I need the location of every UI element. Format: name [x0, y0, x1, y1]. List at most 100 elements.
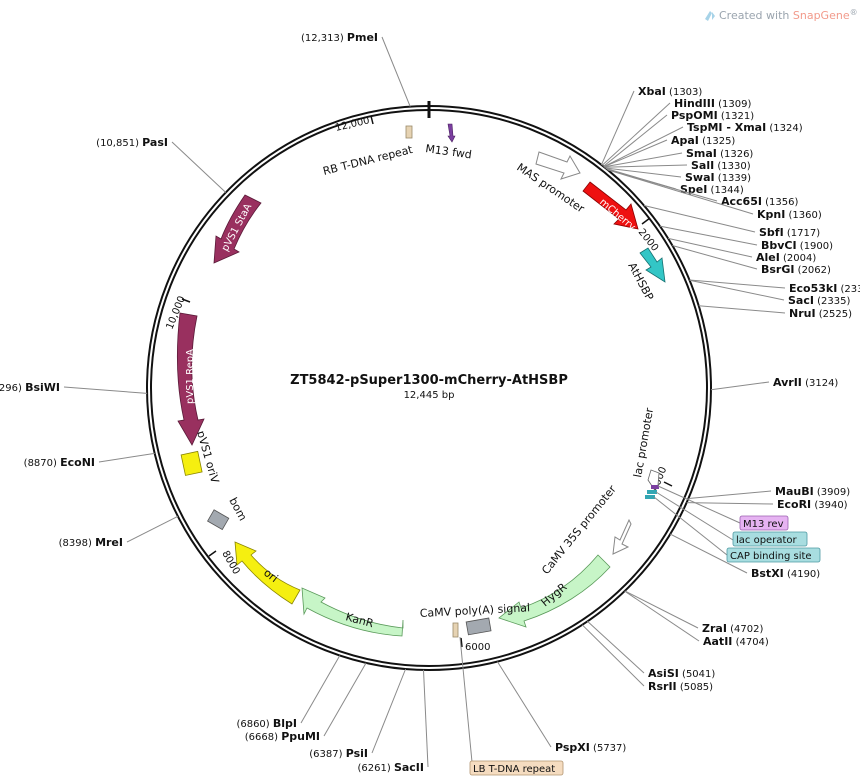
- site-label-saci[interactable]: SacI (2335): [788, 294, 850, 307]
- svg-text:lac operator: lac operator: [736, 535, 797, 546]
- site-label-alei[interactable]: AleI (2004): [756, 251, 816, 264]
- site-label-bstxi[interactable]: BstXI (4190): [751, 567, 820, 580]
- site-leader-ecori: [686, 502, 774, 505]
- site-label-bsrgi[interactable]: BsrGI (2062): [761, 263, 831, 276]
- site-label-avrii[interactable]: AvrII (3124): [773, 376, 838, 389]
- boxed-m13-rev[interactable]: M13 rev: [657, 485, 789, 531]
- boxed-lac-operator[interactable]: lac operator: [655, 491, 808, 547]
- site-leader-sbfi: [643, 205, 756, 233]
- feature-pvs1-oriv[interactable]: pVS1 oriV: [180, 429, 222, 485]
- site-leader-pspxi: [496, 661, 552, 748]
- feature-rb-tdna[interactable]: RB T-DNA repeat: [322, 125, 415, 178]
- site-leader-saci: [689, 279, 785, 301]
- site-label-asisi[interactable]: AsiSI (5041): [648, 667, 715, 680]
- site-label-eco53ki[interactable]: Eco53kI (2333): [789, 282, 860, 295]
- svg-text:M13 fwd: M13 fwd: [425, 142, 473, 161]
- site-leader-psii: [371, 668, 407, 754]
- site-leader-bbvci: [659, 225, 758, 246]
- feature-pvs1-staa[interactable]: pVS1 StaA: [213, 194, 262, 264]
- site-label-pspxi[interactable]: PspXI (5737): [555, 741, 626, 754]
- site-leader-rsrii: [581, 624, 645, 687]
- feature-pvs1-repa[interactable]: pVS1 RepA: [177, 312, 205, 446]
- site-leader-zrai: [624, 590, 699, 629]
- site-label-bbvci[interactable]: BbvCI (1900): [761, 239, 833, 252]
- svg-text:CaMV 35S promoter: CaMV 35S promoter: [539, 482, 619, 576]
- site-label-aatii[interactable]: AatII (4704): [703, 635, 769, 648]
- site-label-nrui[interactable]: NruI (2525): [789, 307, 852, 320]
- site-label-mrei[interactable]: (8398) MreI: [59, 536, 123, 549]
- svg-text:12,000: 12,000: [334, 115, 371, 134]
- boxed-cap-binding[interactable]: CAP binding site: [653, 496, 821, 563]
- site-leader-apai: [603, 139, 668, 168]
- site-leader-bsrgi: [672, 245, 758, 270]
- site-label-blpi[interactable]: (6860) BlpI: [236, 717, 297, 730]
- feature-ori[interactable]: ori: [234, 541, 301, 605]
- site-label-ecori[interactable]: EcoRI (3940): [777, 498, 848, 511]
- site-leader-kpni: [607, 169, 754, 215]
- backbone-outer: [146, 105, 712, 671]
- site-label-ppumi[interactable]: (6668) PpuMI: [245, 730, 320, 743]
- site-label-rsrii[interactable]: RsrII (5085): [648, 680, 713, 693]
- site-label-sacii[interactable]: (6261) SacII: [358, 761, 425, 774]
- site-label-xbai[interactable]: XbaI (1303): [638, 85, 702, 98]
- site-leader-avrii: [710, 381, 770, 391]
- svg-text:CaMV poly(A) signal: CaMV poly(A) signal: [419, 601, 530, 620]
- site-leader-pmei: [381, 36, 411, 107]
- site-label-maubi[interactable]: MauBI (3909): [775, 485, 850, 498]
- site-label-swai[interactable]: SwaI (1339): [685, 171, 751, 184]
- site-label-pmei[interactable]: (12,313) PmeI: [301, 31, 378, 44]
- site-leader-asisi: [587, 620, 645, 674]
- credit-prefix: Created with: [719, 9, 793, 22]
- feature-kanr[interactable]: KanR: [301, 587, 404, 637]
- site-leader-pspomi: [603, 114, 668, 167]
- site-label-tspmi-xmai[interactable]: TspMI - XmaI (1324): [687, 121, 803, 134]
- site-leader-ppumi: [323, 662, 367, 737]
- svg-text:M13 rev: M13 rev: [743, 519, 784, 530]
- site-label-bsiwi[interactable]: (9296) BsiWI: [0, 381, 60, 394]
- site-label-kpni[interactable]: KpnI (1360): [757, 208, 822, 221]
- site-leader-eco53ki: [689, 279, 786, 289]
- svg-text:CAP binding site: CAP binding site: [730, 551, 812, 562]
- site-label-psii[interactable]: (6387) PsiI: [309, 747, 368, 760]
- site-label-pspomi[interactable]: PspOMI (1321): [671, 109, 754, 122]
- restriction-sites: (12,313) PmeI (10,851) PasI (9296) BsiWI (8…: [0, 31, 860, 774]
- feature-lac-promoter[interactable]: lac promoter: [631, 406, 660, 499]
- feature-mas-promoter[interactable]: MAS promoter: [514, 151, 587, 216]
- backbone-inner: [150, 109, 708, 667]
- snapgene-logo-icon: [705, 11, 715, 21]
- site-label-sali[interactable]: SalI (1330): [691, 159, 751, 172]
- svg-text:6000: 6000: [465, 642, 490, 653]
- site-leader-mrei: [126, 515, 179, 543]
- site-leader-pasi: [171, 141, 227, 193]
- site-label-smai[interactable]: SmaI (1326): [686, 147, 753, 160]
- site-label-pasi[interactable]: (10,851) PasI: [96, 136, 168, 149]
- plasmid-size: 12,445 bp: [404, 390, 455, 401]
- site-label-econi[interactable]: (8870) EcoNI: [24, 456, 95, 469]
- feature-m13-fwd[interactable]: M13 fwd: [425, 123, 473, 161]
- site-leader-bsiwi: [63, 386, 148, 394]
- tick-12000: 12,000: [334, 115, 374, 134]
- feature-camv-polya[interactable]: CaMV poly(A) signal: [419, 601, 530, 638]
- credit-text: Created with SnapGene®: [719, 8, 858, 22]
- plasmid-name: ZT5842-pSuper1300-mCherry-AtHSBP: [290, 373, 568, 388]
- snapgene-credit: Created with SnapGene®: [705, 8, 858, 22]
- boxed-lb-tdna[interactable]: LB T-DNA repeat: [459, 636, 564, 776]
- svg-text:RB T-DNA repeat: RB T-DNA repeat: [322, 143, 415, 178]
- feature-bom[interactable]: bom: [207, 495, 250, 531]
- feature-athsbp[interactable]: AtHSBP: [625, 247, 666, 303]
- site-leader-smai: [603, 152, 683, 168]
- site-label-sbfi[interactable]: SbfI (1717): [759, 226, 820, 239]
- site-leader-sacii: [423, 669, 429, 768]
- site-leader-swai: [605, 167, 682, 178]
- svg-text:pVS1 RepA: pVS1 RepA: [185, 349, 196, 404]
- site-label-acc65i[interactable]: Acc65I (1356): [721, 195, 798, 208]
- site-leader-aatii: [624, 590, 700, 642]
- site-leader-sali: [604, 164, 688, 168]
- feature-camv35s[interactable]: CaMV 35S promoter: [539, 482, 632, 577]
- tick-6000: 6000: [460, 637, 490, 653]
- site-leader-econi: [98, 452, 155, 463]
- site-label-apai[interactable]: ApaI (1325): [671, 134, 735, 147]
- site-label-hindiii[interactable]: HindIII (1309): [674, 97, 751, 110]
- site-label-zrai[interactable]: ZraI (4702): [702, 622, 763, 635]
